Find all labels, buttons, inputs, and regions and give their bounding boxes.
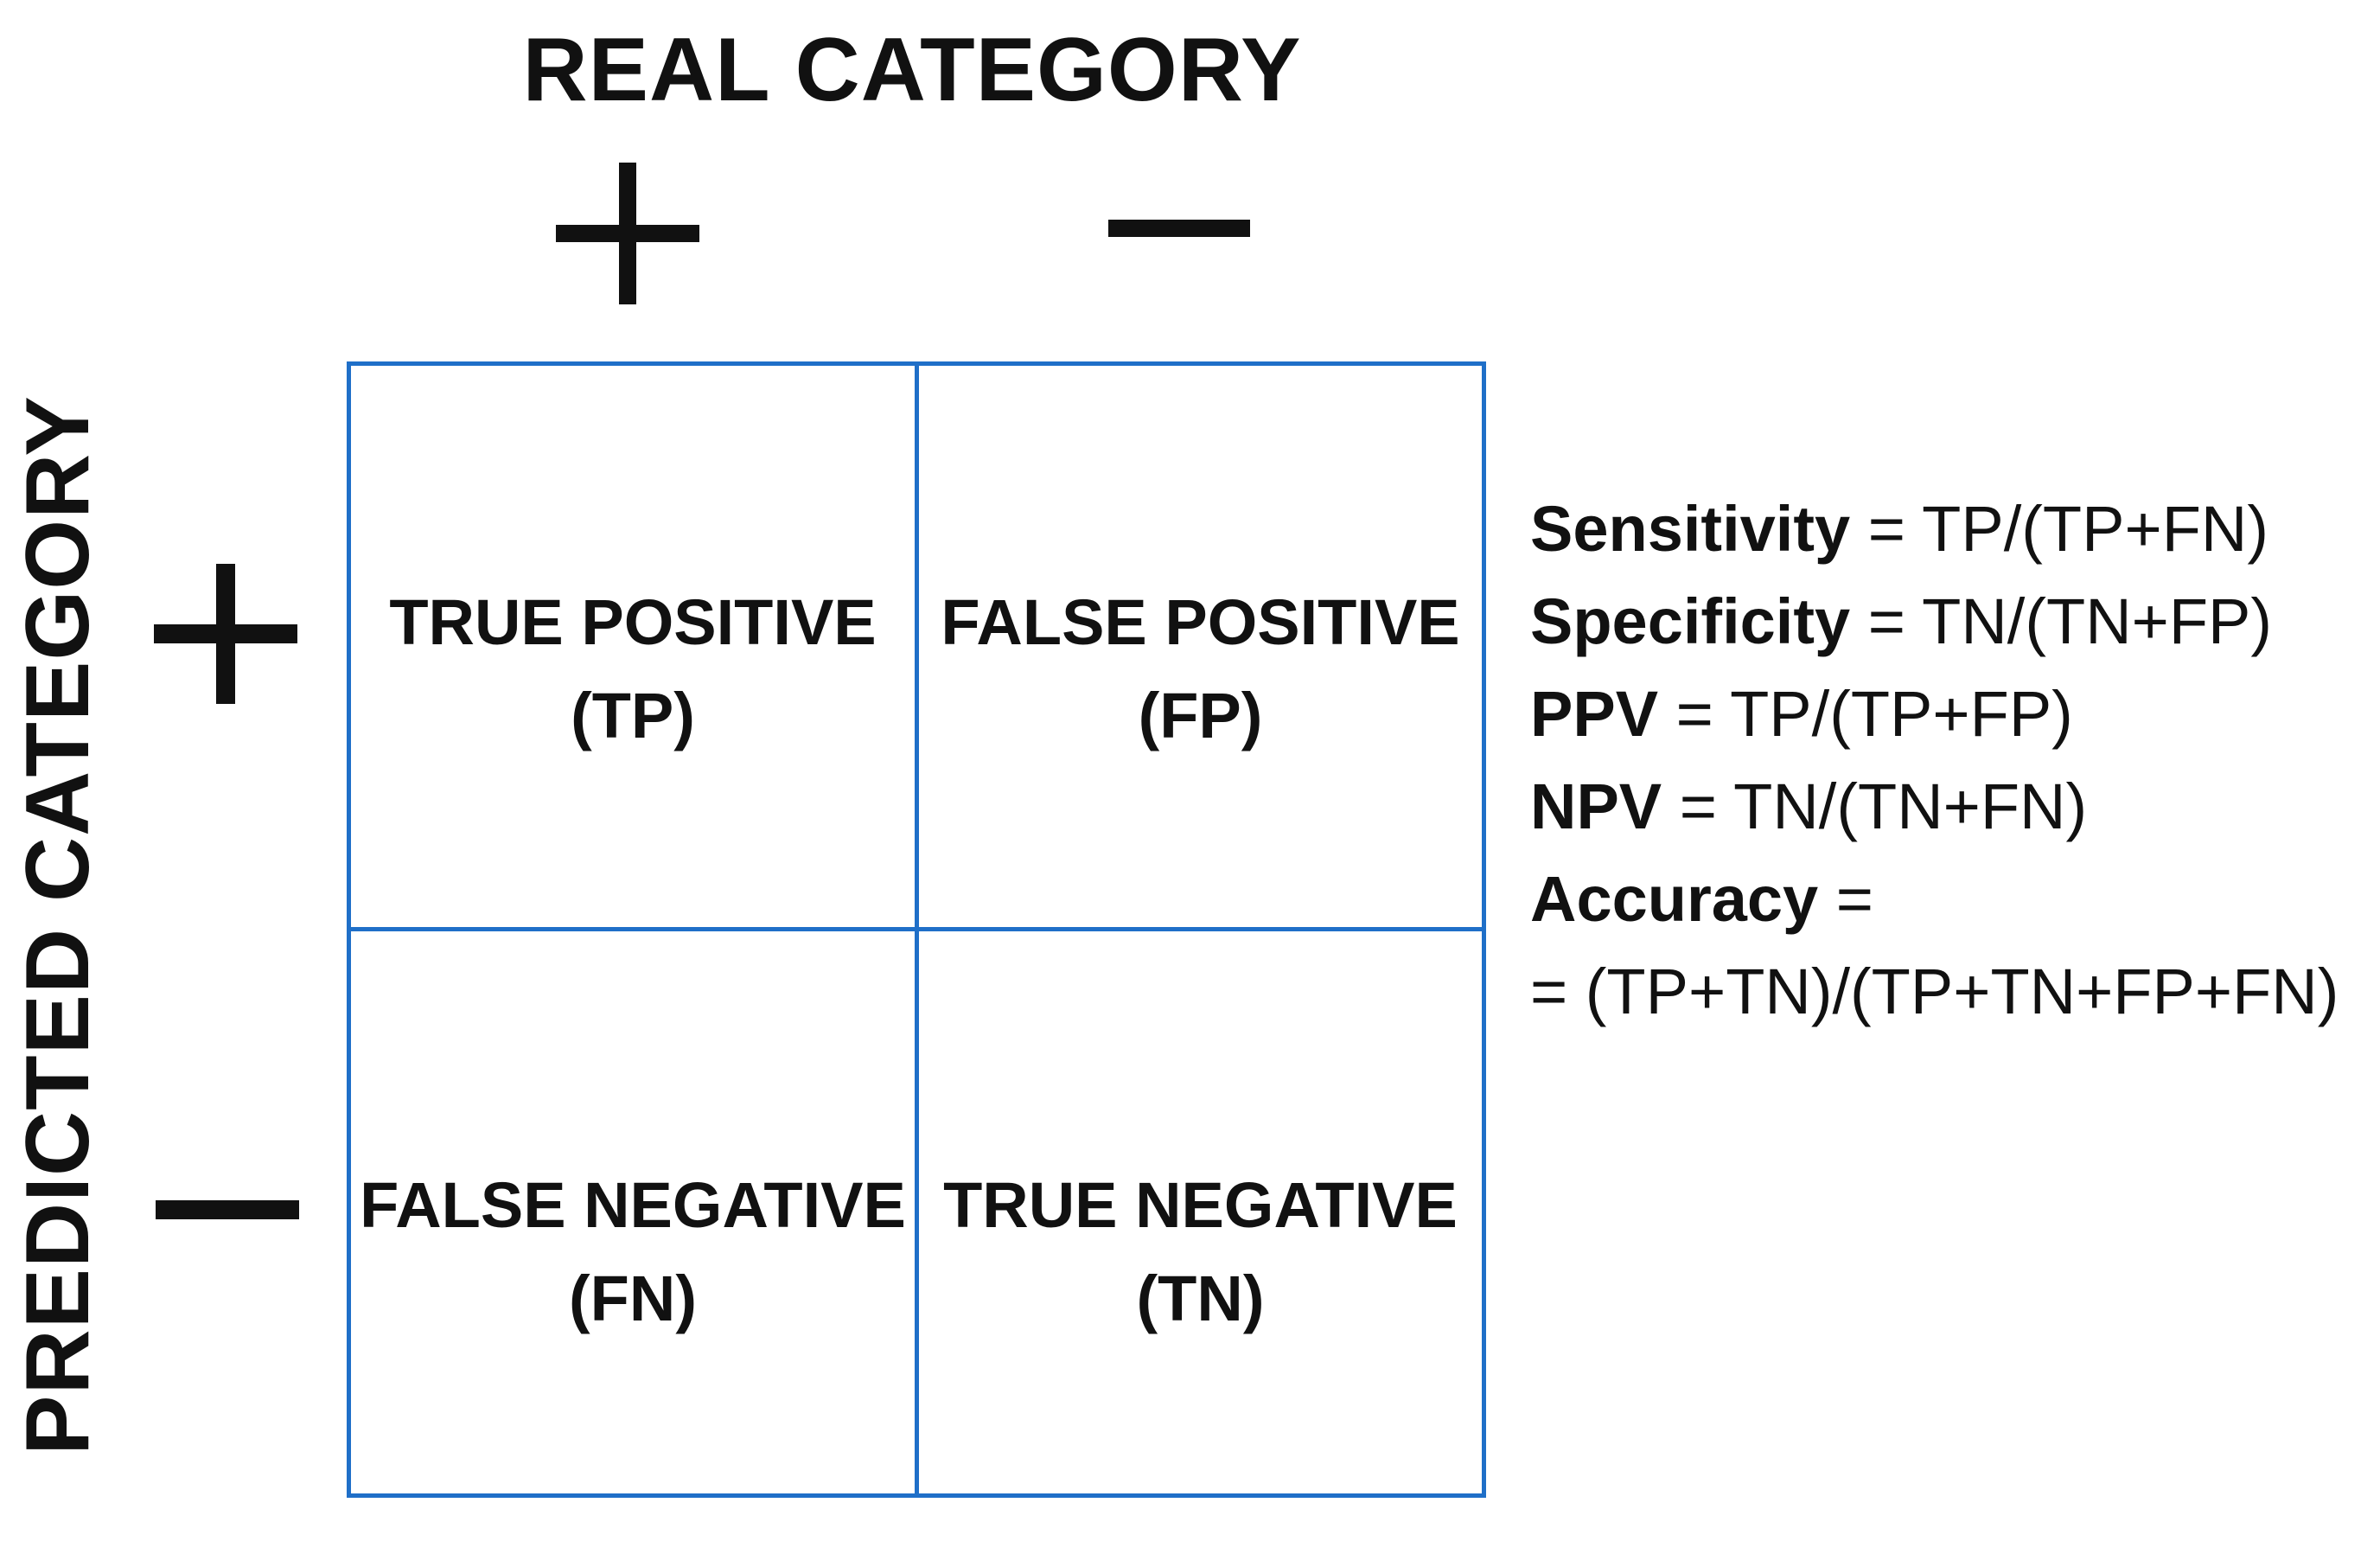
cell-fn-abbr: (FN): [569, 1263, 697, 1334]
formula-term: PPV: [1530, 678, 1659, 750]
cell-fn-label: FALSE NEGATIVE: [360, 1169, 906, 1241]
real-negative-symbol: [1108, 220, 1250, 237]
formula-expr: =: [1818, 863, 1873, 935]
formula-term: Sensitivity: [1530, 493, 1851, 565]
real-category-title: REAL CATEGORY: [522, 20, 1302, 120]
predicted-category-title: PREDICTED CATEGORY: [8, 395, 108, 1455]
cell-fp-label: FALSE POSITIVE: [941, 586, 1460, 658]
cell-tn-abbr: (TN): [1136, 1263, 1265, 1334]
formula-expr: = (TP+TN)/(TP+TN+FP+FN): [1530, 956, 2339, 1027]
cell-false-negative: FALSE NEGATIVE (FN): [351, 1159, 915, 1346]
formula-expr: = TP/(TP+FN): [1850, 493, 2268, 565]
formula-accuracy-expression: = (TP+TN)/(TP+TN+FP+FN): [1530, 945, 2339, 1038]
formula-term: Specificity: [1530, 585, 1851, 657]
predicted-positive-symbol: [154, 564, 297, 704]
formula-term: Accuracy: [1530, 863, 1819, 935]
metrics-formulas: Sensitivity = TP/(TP+FN) Specificity = T…: [1530, 483, 2339, 1038]
formula-npv: NPV = TN/(TN+FN): [1530, 760, 2339, 853]
cell-fp-abbr: (FP): [1138, 680, 1263, 751]
formula-specificity: Specificity = TN/(TN+FP): [1530, 575, 2339, 668]
cell-tn-label: TRUE NEGATIVE: [943, 1169, 1458, 1241]
real-positive-symbol: [556, 163, 699, 304]
cell-true-positive: TRUE POSITIVE (TP): [351, 576, 915, 763]
matrix-horizontal-divider: [347, 927, 1486, 931]
formula-accuracy: Accuracy =: [1530, 853, 2339, 945]
predicted-negative-symbol: [156, 1200, 299, 1219]
formula-expr: = TP/(TP+FP): [1658, 678, 2073, 750]
formula-expr: = TN/(TN+FP): [1850, 585, 2273, 657]
cell-false-positive: FALSE POSITIVE (FP): [919, 576, 1482, 763]
formula-sensitivity: Sensitivity = TP/(TP+FN): [1530, 483, 2339, 575]
formula-expr: = TN/(TN+FN): [1662, 770, 2088, 842]
formula-ppv: PPV = TP/(TP+FP): [1530, 668, 2339, 760]
cell-tp-label: TRUE POSITIVE: [389, 586, 877, 658]
cell-tp-abbr: (TP): [571, 680, 695, 751]
formula-term: NPV: [1530, 770, 1662, 842]
cell-true-negative: TRUE NEGATIVE (TN): [919, 1159, 1482, 1346]
